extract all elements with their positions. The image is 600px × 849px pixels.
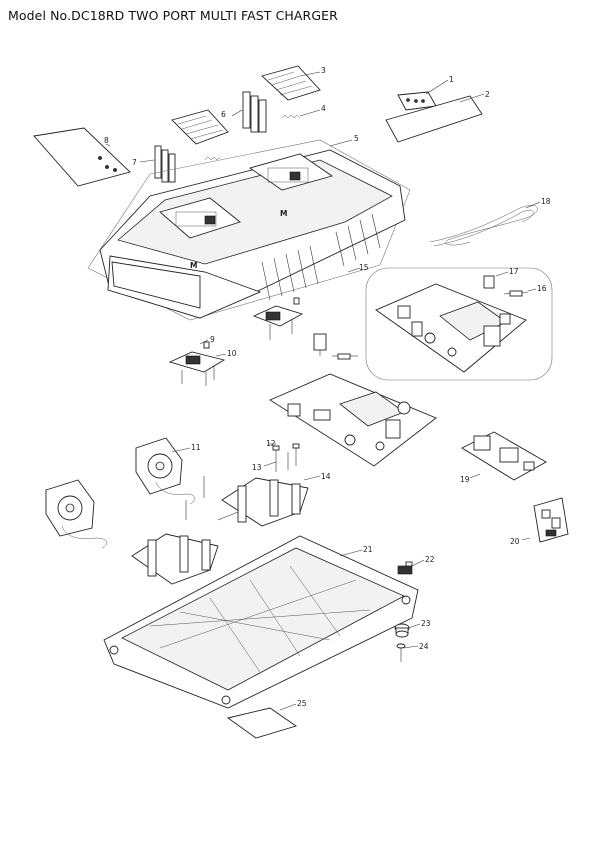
- callout-18: 18: [541, 197, 551, 206]
- svg-text:M: M: [190, 261, 197, 270]
- part-20-pcb: [533, 497, 569, 543]
- callout-5: 5: [354, 134, 359, 143]
- part-8-label: [33, 127, 131, 187]
- callout-25: 25: [297, 699, 307, 708]
- second-fan: [45, 479, 108, 549]
- callout-22: 22: [425, 555, 435, 564]
- part-4-spring: [281, 114, 301, 119]
- callout-11: 11: [191, 443, 201, 452]
- part-22-clip: [397, 561, 413, 575]
- callout-12: 12: [266, 439, 276, 448]
- callout-23: 23: [421, 619, 431, 628]
- second-bracket: [131, 476, 219, 585]
- part-21-base: [103, 535, 419, 709]
- callout-2: 2: [485, 90, 490, 99]
- part-23-foot: [394, 623, 410, 638]
- part-5-housing: M M: [87, 139, 411, 321]
- leader-lines: [105, 71, 541, 711]
- callout-13: 13: [252, 463, 262, 472]
- part-17-capacitor: [483, 275, 495, 289]
- part-11-fan: [135, 437, 196, 505]
- svg-text:M: M: [280, 209, 287, 218]
- main-pcb: [269, 373, 437, 467]
- part-18-cord: [429, 205, 538, 247]
- callout-3: 3: [321, 66, 326, 75]
- callout-19: 19: [460, 475, 470, 484]
- part-10-switch: [168, 341, 226, 386]
- part-2-label: [385, 95, 483, 143]
- part-25-label: [226, 707, 298, 739]
- callout-14: 14: [321, 472, 331, 481]
- housing-vents: [261, 213, 381, 301]
- part-19-pcb: [461, 431, 547, 481]
- part-1-plate: [397, 91, 437, 111]
- part-3-cover: [261, 65, 321, 101]
- callout-labels: 1 2 3 4 5 6 7 8 9 10 11 12 13 14 15 16 1…: [104, 66, 551, 708]
- callout-21: 21: [363, 545, 373, 554]
- callout-7: 7: [132, 158, 137, 167]
- upper-switch: [252, 297, 304, 340]
- callout-4: 4: [321, 104, 326, 113]
- callout-8: 8: [104, 136, 109, 145]
- part-16-fuse: [503, 290, 529, 297]
- callout-17: 17: [509, 267, 519, 276]
- callout-15: 15: [359, 263, 369, 272]
- diagram-title: Model No.DC18RD TWO PORT MULTI FAST CHAR…: [8, 8, 338, 23]
- callout-1: 1: [449, 75, 454, 84]
- callout-16: 16: [537, 284, 547, 293]
- loose-capacitor: [313, 333, 358, 360]
- callout-6: 6: [221, 110, 226, 119]
- part-15-pcb-assembly: [365, 267, 553, 381]
- part-24-screw: [396, 643, 406, 662]
- callout-24: 24: [419, 642, 429, 651]
- part-7-posts: [154, 145, 221, 183]
- callout-9: 9: [210, 335, 215, 344]
- callout-20: 20: [510, 537, 520, 546]
- part-6-cover: [171, 91, 267, 145]
- callout-10: 10: [227, 349, 237, 358]
- part-14-bracket: [217, 443, 309, 527]
